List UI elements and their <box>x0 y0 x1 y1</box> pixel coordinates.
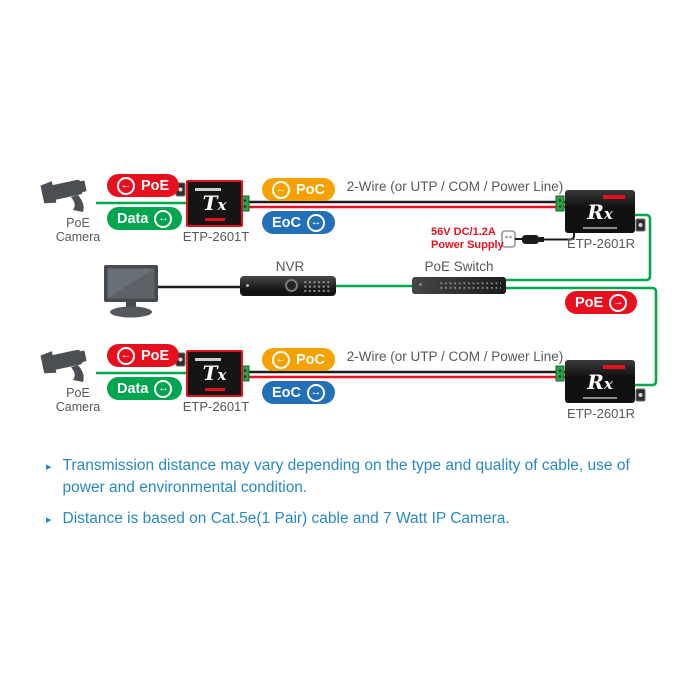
tx-logo <box>195 188 221 191</box>
arrow-both-icon: ↔ <box>154 379 173 398</box>
switch-ports <box>439 281 501 290</box>
nvr-led <box>246 284 249 287</box>
rx-brand-strip <box>603 195 625 199</box>
nvr-buttons <box>303 280 332 292</box>
note-item: ▸ Distance is based on Cat.5e(1 Pair) ca… <box>46 508 636 531</box>
data-badge-row1: Data ↔ <box>107 207 183 230</box>
poe-badge-label: PoE <box>141 177 170 194</box>
note-text: Transmission distance may vary depending… <box>62 457 630 496</box>
power-adapter-icon <box>522 235 539 244</box>
tx-brand-strip <box>204 218 225 221</box>
rx-device-label-2: ETP-2601R <box>567 406 635 421</box>
eoc-badge-row1: EoC ↔ <box>262 211 335 234</box>
monitor-icon <box>104 265 158 318</box>
poe-switch-device <box>412 277 506 294</box>
terminal-block-rx1 <box>555 195 565 212</box>
eoc-badge-label: EoC <box>272 214 301 231</box>
tx-glyph: Tx <box>202 361 227 385</box>
arrow-left-icon: ← <box>117 176 135 195</box>
arrow-left-icon: ← <box>272 350 290 369</box>
poc-badge-label: PoC <box>296 351 325 368</box>
power-cord <box>544 231 575 241</box>
mounting-ear-rx1 <box>635 218 646 232</box>
rx-footer-strip <box>583 397 617 399</box>
eoc-badge-row2: EoC ↔ <box>262 381 335 404</box>
switch-rx1-cable <box>506 213 652 282</box>
poe-camera-icon <box>40 349 87 382</box>
tx-brand-strip <box>204 388 225 391</box>
rx-device-label-1: ETP-2601R <box>567 236 635 251</box>
tx-device-1: Tx <box>186 180 243 227</box>
bullet-icon: ▸ <box>46 461 52 473</box>
bullet-icon: ▸ <box>46 514 52 526</box>
outlet-hole <box>505 235 508 239</box>
footnotes: ▸ Transmission distance may vary dependi… <box>46 455 636 531</box>
arrow-both-icon: ↔ <box>307 213 325 232</box>
nvr-label: NVR <box>275 259 305 274</box>
tx-device-label-1: ETP-2601T <box>182 229 250 244</box>
tx-glyph: Tx <box>202 191 227 215</box>
nvr-knob <box>285 279 298 292</box>
camera-label-line2: Camera <box>55 230 101 244</box>
rx-glyph: Rx <box>587 200 613 224</box>
poe-camera-icon <box>40 179 87 212</box>
poe-badge-label: PoE <box>141 347 170 364</box>
tx-device-2: Tx <box>186 350 243 397</box>
arrow-left-icon: ← <box>117 346 135 365</box>
data-badge-label: Data <box>117 210 149 227</box>
rx-device-1: Rx <box>565 190 635 233</box>
note-text: Distance is based on Cat.5e(1 Pair) cabl… <box>62 510 510 527</box>
arrow-left-icon: ← <box>272 180 290 199</box>
camera-label-line1: PoE <box>66 216 90 230</box>
poe-badge-row1: ← PoE <box>107 174 180 197</box>
arrow-both-icon: ↔ <box>154 209 173 228</box>
power-supply-line1: 56V DC/1.2A <box>431 226 496 238</box>
poe-badge-row2: ← PoE <box>107 344 180 367</box>
tx-device-label-2: ETP-2601T <box>182 399 250 414</box>
eoc-badge-label: EoC <box>272 384 301 401</box>
rx-device-2: Rx <box>565 360 635 403</box>
terminal-block-rx2 <box>555 365 565 382</box>
poc-badge-label: PoC <box>296 181 325 198</box>
nvr-device <box>240 276 336 296</box>
arrow-both-icon: ↔ <box>307 383 325 402</box>
camera-label-line2: Camera <box>55 400 101 414</box>
rx-glyph: Rx <box>587 370 613 394</box>
wire-type-label-2: 2-Wire (or UTP / COM / Power Line) <box>346 349 564 364</box>
camera-label-1: PoE Camera <box>40 216 116 244</box>
switch-led <box>419 283 422 286</box>
poc-badge-row1: ← PoC <box>262 178 335 201</box>
tx-logo <box>195 358 221 361</box>
data-badge-label: Data <box>117 380 149 397</box>
poe-badge-right: PoE → <box>565 291 638 314</box>
wire-type-label-1: 2-Wire (or UTP / COM / Power Line) <box>346 179 564 194</box>
poe-badge-label: PoE <box>575 294 604 311</box>
plug-tip <box>539 237 544 242</box>
arrow-right-icon: → <box>609 293 628 312</box>
camera-label-line1: PoE <box>66 386 90 400</box>
poe-switch-label: PoE Switch <box>424 259 494 274</box>
rx-footer-strip <box>583 227 617 229</box>
note-item: ▸ Transmission distance may vary dependi… <box>46 455 636 499</box>
power-supply-line2: Power Supply <box>431 239 504 252</box>
mounting-ear-rx2 <box>635 388 646 402</box>
camera-label-2: PoE Camera <box>40 386 116 414</box>
power-supply-label: 56V DC/1.2A Power Supply <box>431 226 504 253</box>
poc-badge-row2: ← PoC <box>262 348 335 371</box>
data-badge-row2: Data ↔ <box>107 377 183 400</box>
terminal-block-tx1 <box>240 195 250 212</box>
rx-brand-strip <box>603 365 625 369</box>
outlet-hole <box>509 235 512 239</box>
switch-rx2-cable <box>506 286 658 387</box>
